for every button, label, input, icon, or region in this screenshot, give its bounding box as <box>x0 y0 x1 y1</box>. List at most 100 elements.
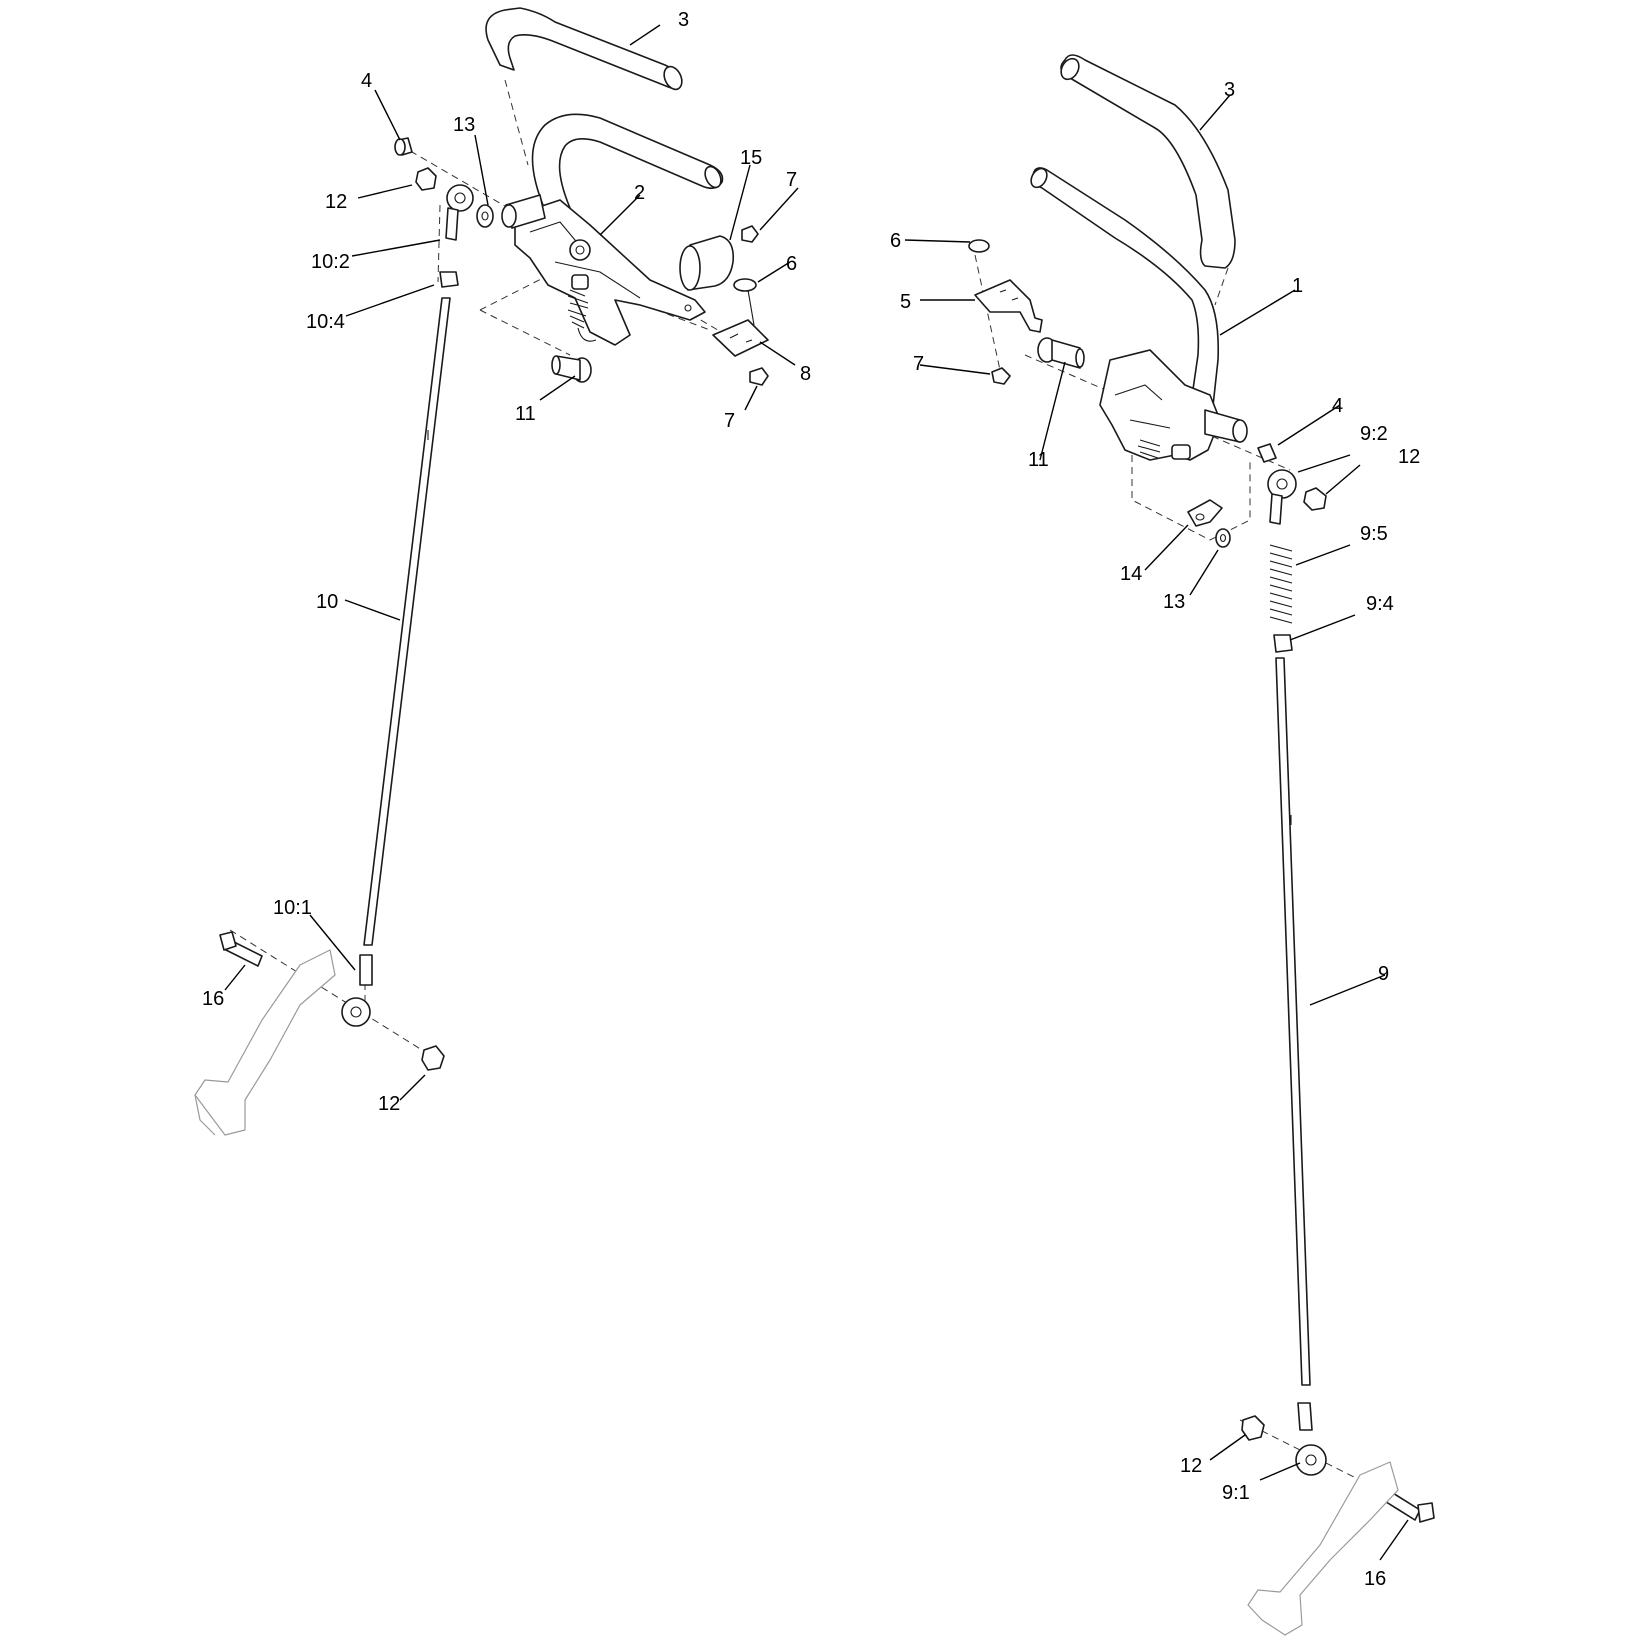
callout-11-right: 11 <box>1028 449 1049 471</box>
bolt-11-end-left <box>551 355 561 375</box>
callout-3-left: 3 <box>678 9 689 31</box>
spring-stud <box>571 274 589 290</box>
callout-7-lower-left: 7 <box>724 410 735 432</box>
callout-4-right: 4 <box>1332 395 1343 417</box>
callout-6-right: 6 <box>890 230 901 252</box>
bolt-11-end-right <box>1075 348 1085 368</box>
pump-arm-right-ghost <box>1247 1461 1399 1636</box>
callout-11-left: 11 <box>515 403 536 425</box>
nut-7-bottom-left <box>749 367 769 386</box>
callout-9: 9 <box>1378 963 1389 985</box>
callout-7-upper-left: 7 <box>786 169 797 191</box>
washer-13-left-hole <box>481 211 489 221</box>
pivot-shaft-right-end <box>1232 419 1248 443</box>
control-handle-3-right <box>1060 54 1236 269</box>
callout-16-left: 16 <box>202 988 224 1010</box>
washer-13-right <box>1215 528 1231 548</box>
rod-end-10-2-hole <box>454 192 466 204</box>
rod-end-9-2-body <box>1269 493 1283 525</box>
leader-lines <box>224 24 1409 1561</box>
callout-9-1: 9:1 <box>1222 1482 1250 1504</box>
callout-10-4: 10:4 <box>306 311 345 333</box>
right-handle-centerline <box>1214 267 1229 306</box>
lever-pivot-hole <box>575 245 585 255</box>
rod-end-9-1-body <box>1297 1402 1313 1431</box>
rod-end-9-1-eye <box>1295 1444 1327 1476</box>
pump-arm-left-ghost-tab <box>194 1094 216 1136</box>
bracket-8-holes <box>729 333 753 343</box>
lever-pivot-bushing <box>569 239 591 261</box>
callout-12-upper-left: 12 <box>325 191 347 213</box>
bushing-4-left-face <box>394 138 406 156</box>
callout-3-right: 3 <box>1224 79 1235 101</box>
left-assembly <box>194 7 769 1136</box>
nut-12-upper-right <box>1303 487 1327 511</box>
rod-end-10-2-eye <box>446 184 474 212</box>
clevis-pin-6-right <box>968 239 990 253</box>
control-lever-2-tube <box>531 113 724 211</box>
rod-end-9-2-hole <box>1276 478 1288 490</box>
lever-1-bracket-detail <box>1114 384 1171 429</box>
callout-12-upper-right: 12 <box>1398 446 1420 468</box>
bushing-4-right <box>1257 443 1277 463</box>
left-lower-axis <box>229 929 431 1056</box>
control-rod-9 <box>1275 657 1311 1386</box>
pump-arm-left-ghost <box>194 949 336 1136</box>
callout-12-lower-right: 12 <box>1180 1455 1202 1477</box>
bolt-11-shank-right <box>1051 339 1081 369</box>
callout-9-4: 9:4 <box>1366 593 1394 615</box>
spring-left <box>567 289 597 342</box>
callout-5: 5 <box>900 291 911 313</box>
washer-13-left <box>476 204 494 228</box>
callout-9-2: 9:2 <box>1360 423 1388 445</box>
clevis-pin-6-shank <box>747 289 755 326</box>
callout-16-right: 16 <box>1364 1568 1386 1590</box>
callout-10: 10 <box>316 591 338 613</box>
callout-12-lower-left: 12 <box>378 1093 400 1115</box>
nut-12-upper-left <box>415 167 437 191</box>
clevis-pin-6-left <box>733 278 757 292</box>
jam-nut-9-4 <box>1273 634 1293 653</box>
bracket-8 <box>712 319 769 357</box>
callout-13-left: 13 <box>453 114 475 136</box>
lever-bracket-detail <box>529 221 641 299</box>
callout-labels: 3 4 13 15 2 7 12 10:2 6 10:4 8 11 7 10 1… <box>202 9 1420 1590</box>
nut-7-top-left <box>741 225 759 243</box>
callout-8: 8 <box>800 363 811 385</box>
spring-stud-right <box>1171 444 1191 460</box>
lever-slot-hole <box>684 304 692 312</box>
nut-12-lower-left <box>421 1045 445 1071</box>
jam-nut-10-4 <box>439 271 459 288</box>
handle-end-cap-3-left <box>663 65 683 91</box>
callout-13-right: 13 <box>1163 591 1185 613</box>
right-bracket-box <box>1131 455 1251 541</box>
pivot-shaft-end <box>501 204 517 228</box>
rod-end-10-1-body <box>359 954 373 986</box>
right-pin-axis <box>974 254 1001 371</box>
bolt-16-right-head <box>1417 1502 1435 1523</box>
nut-12-lower-right <box>1241 1415 1265 1441</box>
callout-2: 2 <box>634 182 645 204</box>
mounting-plate-5-holes <box>999 289 1019 301</box>
control-handle-3-left <box>485 7 681 89</box>
clip-14-hole <box>1195 513 1205 521</box>
bolt-16-left-head <box>219 931 237 951</box>
bumper-15-face <box>679 245 701 291</box>
control-lever-1-bracket <box>1099 349 1221 461</box>
callout-9-5: 9:5 <box>1360 523 1388 545</box>
rod-end-10-2-body <box>445 207 459 241</box>
lever-tube-end-2 <box>704 165 722 189</box>
right-assembly <box>968 54 1435 1636</box>
left-handle-centerline <box>504 79 529 166</box>
clip-14 <box>1187 499 1223 527</box>
washer-13-right-hole <box>1219 533 1227 543</box>
rod-end-10-1-hole <box>350 1006 362 1018</box>
handle-end-cap-3-right <box>1060 57 1080 81</box>
callout-14: 14 <box>1120 563 1142 585</box>
spring-9-5 <box>1269 544 1293 624</box>
callout-10-2: 10:2 <box>311 251 350 273</box>
callout-15: 15 <box>740 147 762 169</box>
control-lever-2-bracket <box>514 199 706 346</box>
rod-end-10-1-eye <box>341 997 371 1027</box>
